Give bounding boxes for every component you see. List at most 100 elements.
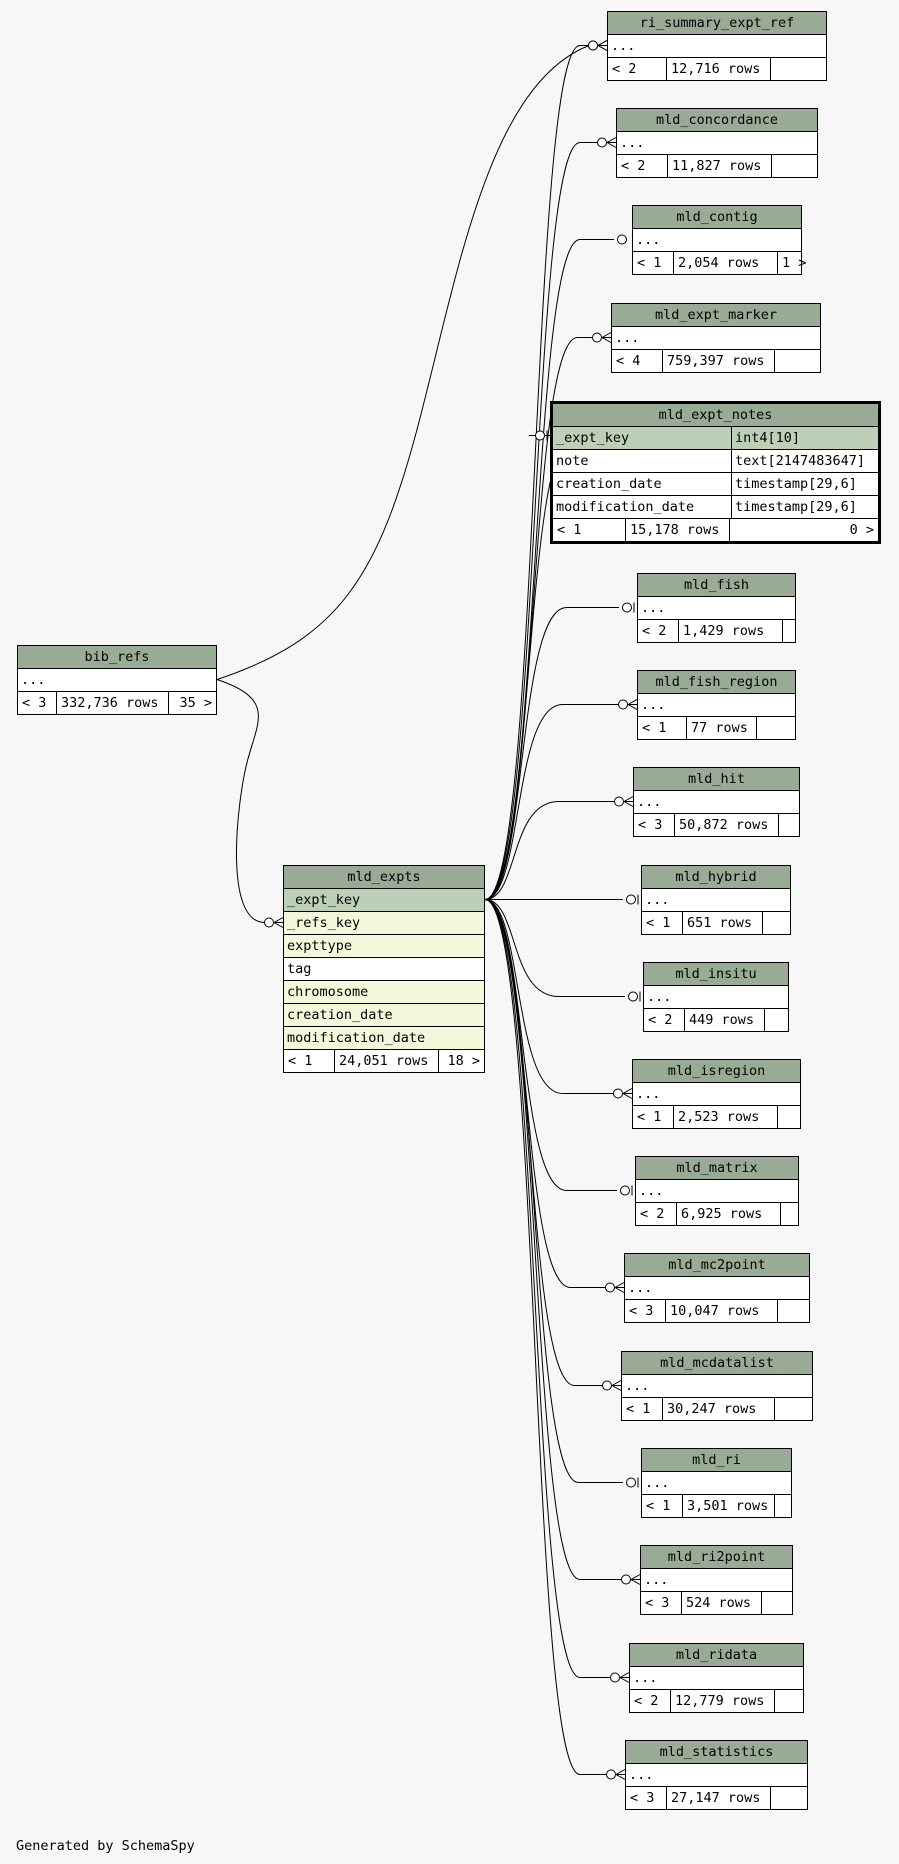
children-link[interactable]: 18 > bbox=[438, 1050, 484, 1072]
table-mld-matrix[interactable]: mld_matrix... < 2 6,925 rows bbox=[635, 1156, 799, 1226]
parents-link[interactable]: < 1 bbox=[626, 1401, 651, 1417]
parents-link[interactable]: < 2 bbox=[640, 1206, 665, 1222]
column-name: ... bbox=[611, 38, 636, 54]
parents-link[interactable]: < 2 bbox=[634, 1693, 659, 1709]
column-row: creation_date bbox=[284, 1004, 484, 1027]
relationship-line bbox=[484, 800, 615, 900]
column-name: ... bbox=[625, 1378, 650, 1394]
parents-link[interactable]: < 1 bbox=[288, 1053, 313, 1069]
table-title[interactable]: mld_hit bbox=[634, 768, 799, 791]
table-title[interactable]: mld_matrix bbox=[636, 1157, 798, 1180]
table-title[interactable]: mld_fish_region bbox=[638, 671, 795, 694]
children-link[interactable] bbox=[770, 58, 826, 80]
parents-link[interactable]: < 1 bbox=[642, 720, 667, 736]
table-title[interactable]: mld_mcdatalist bbox=[622, 1352, 812, 1375]
children-link[interactable] bbox=[774, 1690, 803, 1712]
row-count: 6,925 rows bbox=[676, 1203, 780, 1225]
table-title[interactable]: mld_ri2point bbox=[641, 1546, 792, 1569]
table-title[interactable]: mld_expt_notes bbox=[553, 404, 878, 427]
children-link[interactable] bbox=[771, 155, 817, 177]
children-link[interactable]: 0 > bbox=[729, 519, 878, 541]
children-link[interactable] bbox=[762, 912, 790, 934]
children-link[interactable]: 1 > bbox=[777, 252, 810, 274]
table-title[interactable]: mld_expts bbox=[284, 866, 484, 889]
row-count: 3,501 rows bbox=[682, 1495, 774, 1517]
parents-link[interactable]: < 3 bbox=[22, 695, 47, 711]
children-link[interactable] bbox=[778, 814, 799, 836]
children-link[interactable] bbox=[774, 1398, 812, 1420]
children-link[interactable] bbox=[774, 1495, 791, 1517]
column-row: ... bbox=[625, 1277, 809, 1300]
column-row: ... bbox=[642, 889, 790, 912]
table-title[interactable]: mld_insitu bbox=[644, 963, 788, 986]
optional-circle-marker bbox=[617, 234, 627, 245]
children-link[interactable]: 35 > bbox=[168, 692, 216, 714]
children-link[interactable] bbox=[764, 1009, 788, 1031]
table-title[interactable]: mld_ridata bbox=[630, 1644, 803, 1667]
parents-link[interactable]: < 2 bbox=[642, 623, 667, 639]
table-title[interactable]: mld_contig bbox=[633, 206, 801, 229]
parents-link[interactable]: < 4 bbox=[616, 353, 641, 369]
children-link[interactable] bbox=[756, 717, 795, 739]
column-row: ... bbox=[636, 1180, 798, 1203]
table-title[interactable]: mld_concordance bbox=[617, 109, 817, 132]
column-row: chromosome bbox=[284, 981, 484, 1004]
children-link[interactable] bbox=[761, 1592, 792, 1614]
column-name: expttype bbox=[287, 938, 353, 954]
parents-link[interactable]: < 3 bbox=[630, 1790, 655, 1806]
parents-link[interactable]: < 1 bbox=[637, 255, 662, 271]
relationship-line bbox=[484, 606, 619, 900]
table-title[interactable]: ri_summary_expt_ref bbox=[608, 12, 826, 35]
children-link[interactable] bbox=[774, 350, 820, 372]
parents-link[interactable]: < 2 bbox=[621, 158, 646, 174]
table-title[interactable]: mld_isregion bbox=[633, 1060, 800, 1083]
children-link[interactable] bbox=[777, 1300, 809, 1322]
table-title[interactable]: mld_statistics bbox=[626, 1741, 807, 1764]
table-title[interactable]: mld_mc2point bbox=[625, 1254, 809, 1277]
table-title[interactable]: mld_hybrid bbox=[642, 866, 790, 889]
parents-link[interactable]: < 1 bbox=[646, 915, 671, 931]
parents-link[interactable]: < 3 bbox=[638, 817, 663, 833]
table-title[interactable]: mld_fish bbox=[638, 574, 795, 597]
column-row: ... bbox=[18, 669, 216, 692]
children-link[interactable] bbox=[782, 620, 795, 642]
parents-link[interactable]: < 3 bbox=[645, 1595, 670, 1611]
column-name: modification_date bbox=[287, 1030, 426, 1046]
parents-link[interactable]: < 1 bbox=[637, 1109, 662, 1125]
parents-link[interactable]: < 2 bbox=[612, 61, 637, 77]
children-link[interactable] bbox=[777, 1106, 800, 1128]
table-title[interactable]: mld_ri bbox=[642, 1449, 791, 1472]
parents-link[interactable]: < 1 bbox=[646, 1498, 671, 1514]
children-link[interactable] bbox=[780, 1203, 798, 1225]
table-title[interactable]: mld_expt_marker bbox=[612, 304, 820, 327]
parents-link[interactable]: < 1 bbox=[557, 522, 582, 538]
row-count: 27,147 rows bbox=[666, 1787, 770, 1809]
children-link[interactable] bbox=[770, 1787, 807, 1809]
table-title[interactable]: bib_refs bbox=[18, 646, 216, 669]
parents-link[interactable]: < 3 bbox=[629, 1303, 654, 1319]
parents-link[interactable]: < 2 bbox=[648, 1012, 673, 1028]
